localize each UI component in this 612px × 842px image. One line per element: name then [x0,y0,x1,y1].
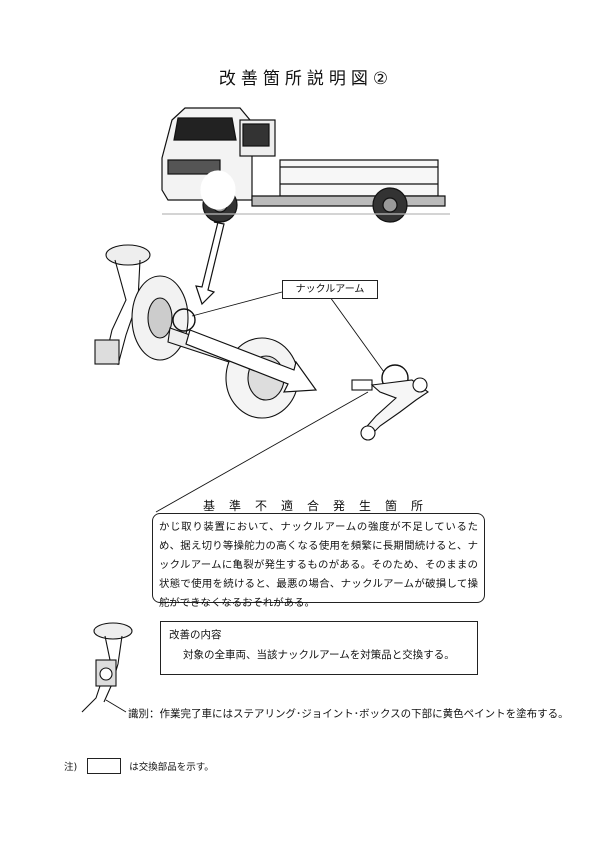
identification-note: 識別：作業完了車にはステアリング･ジョイント･ボックスの下部に黄色ペイントを塗布… [128,708,569,720]
knuckle-arm-illustration [351,364,429,441]
defect-description: かじ取り装置において、ナックルアームの強度が不足しているため、据え切り等操舵力の… [152,513,485,609]
pointer-arrow-right [185,329,318,393]
truck-illustration [161,107,450,223]
knuckle-arm-label: ナックルアーム [282,280,378,299]
steering-column-illustration [81,622,133,713]
replacement-part-swatch [87,758,122,774]
improvement-title: 改善の内容 [169,629,222,641]
legend-note: 注) は交換部品を示す。 [64,758,214,774]
improvement-body: 対象の全車両、当該ナックルアームを対策品と交換する。 [183,649,455,661]
front-axle-illustration [94,244,299,419]
page-title: 改善箇所説明図② [218,69,394,89]
note-suffix: は交換部品を示す。 [129,762,214,773]
leader-lines [155,291,385,513]
note-prefix: 注) [64,762,78,773]
defect-heading: 基準不適合発生箇所 [202,499,437,513]
pointer-arrow-down [195,221,225,306]
improvement-box: 改善の内容 対象の全車両、当該ナックルアームを対策品と交換する。 [160,621,478,675]
identification-leader [105,699,127,713]
